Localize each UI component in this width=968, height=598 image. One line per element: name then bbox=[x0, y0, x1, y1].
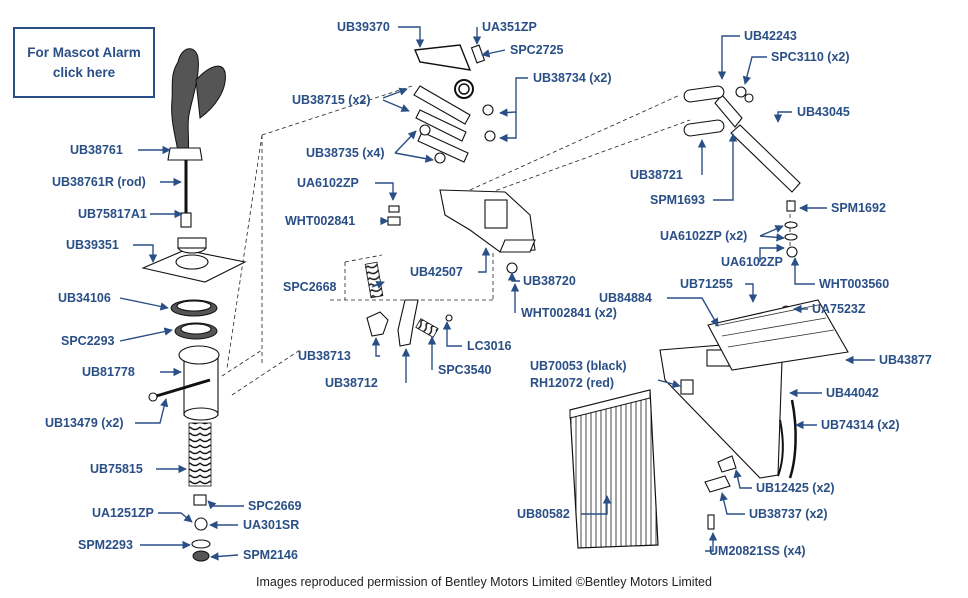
label-spm2293[interactable]: SPM2293 bbox=[78, 538, 133, 552]
label-ua1251zp[interactable]: UA1251ZP bbox=[92, 506, 154, 520]
label-ub38735[interactable]: UB38735 (x4) bbox=[306, 146, 385, 160]
label-um20821ss[interactable]: UM20821SS (x4) bbox=[709, 544, 806, 558]
label-ub38737[interactable]: UB38737 (x2) bbox=[749, 507, 828, 521]
label-spc2293[interactable]: SPC2293 bbox=[61, 334, 115, 348]
mascot-alarm-link[interactable]: For Mascot Alarm click here bbox=[13, 27, 155, 98]
leader-lines bbox=[119, 26, 875, 561]
label-ua7523z[interactable]: UA7523Z bbox=[812, 302, 866, 316]
label-ub34106[interactable]: UB34106 bbox=[58, 291, 111, 305]
label-ua6102zp-b[interactable]: UA6102ZP (x2) bbox=[660, 229, 747, 243]
label-wht003560[interactable]: WHT003560 bbox=[819, 277, 889, 291]
label-ub38713[interactable]: UB38713 bbox=[298, 349, 351, 363]
label-ub38761r[interactable]: UB38761R (rod) bbox=[52, 175, 146, 189]
label-spm2146[interactable]: SPM2146 bbox=[243, 548, 298, 562]
label-ub43045[interactable]: UB43045 bbox=[797, 105, 850, 119]
label-ub71255[interactable]: UB71255 bbox=[680, 277, 733, 291]
label-ub84884[interactable]: UB84884 bbox=[599, 291, 652, 305]
label-lc3016[interactable]: LC3016 bbox=[467, 339, 512, 353]
label-ub38761[interactable]: UB38761 bbox=[70, 143, 123, 157]
label-ub70053[interactable]: UB70053 (black) bbox=[530, 359, 627, 373]
label-ub38734[interactable]: UB38734 (x2) bbox=[533, 71, 612, 85]
label-ub39370[interactable]: UB39370 bbox=[337, 20, 390, 34]
label-ua6102zp-c[interactable]: UA6102ZP bbox=[721, 255, 783, 269]
label-ub38721[interactable]: UB38721 bbox=[630, 168, 683, 182]
label-ub75817a1[interactable]: UB75817A1 bbox=[78, 207, 147, 221]
label-ub80582[interactable]: UB80582 bbox=[517, 507, 570, 521]
label-ub74314[interactable]: UB74314 (x2) bbox=[821, 418, 900, 432]
label-wht002841-b[interactable]: WHT002841 (x2) bbox=[521, 306, 617, 320]
label-ub43877[interactable]: UB43877 bbox=[879, 353, 932, 367]
part-labels: UB39370 UA351ZP SPC2725 UB42243 SPC3110 … bbox=[45, 20, 932, 562]
label-ub42243[interactable]: UB42243 bbox=[744, 29, 797, 43]
label-ub13479[interactable]: UB13479 (x2) bbox=[45, 416, 124, 430]
label-ub44042[interactable]: UB44042 bbox=[826, 386, 879, 400]
copyright-credit: Images reproduced permission of Bentley … bbox=[256, 575, 712, 589]
label-ub38715[interactable]: UB38715 (x2) bbox=[292, 93, 371, 107]
mascot-link-line1: For Mascot Alarm bbox=[27, 44, 141, 60]
label-spc2725[interactable]: SPC2725 bbox=[510, 43, 564, 57]
label-spc2669[interactable]: SPC2669 bbox=[248, 499, 302, 513]
label-ub81778[interactable]: UB81778 bbox=[82, 365, 135, 379]
label-ua351zp[interactable]: UA351ZP bbox=[482, 20, 537, 34]
label-ub42507[interactable]: UB42507 bbox=[410, 265, 463, 279]
mascot-link-line2: click here bbox=[52, 64, 116, 80]
mascot-figure bbox=[167, 48, 226, 228]
label-spc3110[interactable]: SPC3110 (x2) bbox=[771, 50, 850, 64]
label-spc3540[interactable]: SPC3540 bbox=[438, 363, 492, 377]
label-wht002841-a[interactable]: WHT002841 bbox=[285, 214, 355, 228]
label-ub39351[interactable]: UB39351 bbox=[66, 238, 119, 252]
label-spc2668[interactable]: SPC2668 bbox=[283, 280, 337, 294]
label-ua6102zp-a[interactable]: UA6102ZP bbox=[297, 176, 359, 190]
label-ub38712[interactable]: UB38712 bbox=[325, 376, 378, 390]
label-ub75815[interactable]: UB75815 bbox=[90, 462, 143, 476]
label-rh12072[interactable]: RH12072 (red) bbox=[530, 376, 614, 390]
label-spm1692[interactable]: SPM1692 bbox=[831, 201, 886, 215]
label-ua301sr[interactable]: UA301SR bbox=[243, 518, 299, 532]
label-spm1693[interactable]: SPM1693 bbox=[650, 193, 705, 207]
label-ub12425[interactable]: UB12425 (x2) bbox=[756, 481, 835, 495]
label-ub38720[interactable]: UB38720 bbox=[523, 274, 576, 288]
artwork bbox=[141, 44, 849, 562]
